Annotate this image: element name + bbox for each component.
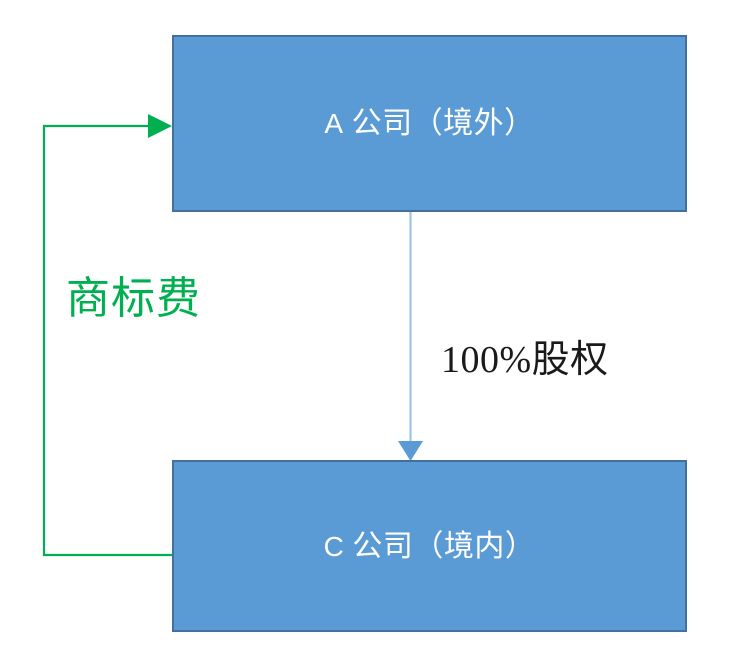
edge-label-trademark-fee: 商标费 [66, 274, 201, 323]
node-label-latin-prefix: A [324, 108, 344, 139]
equity-connector [398, 212, 423, 461]
node-label-latin-prefix: C [323, 530, 345, 562]
node-parent-company[interactable]: A 公司（境外） [172, 35, 687, 212]
equity-connector-arrowhead [398, 441, 423, 461]
node-subsidiary-company-label: C 公司（境内） [323, 529, 536, 563]
trademark-fee-connector [42, 114, 172, 557]
trademark-fee-connector-line [42, 124, 172, 557]
edge-label-equity-share: 100%股权 [441, 339, 609, 381]
node-subsidiary-company[interactable]: C 公司（境内） [172, 460, 687, 632]
trademark-fee-connector-arrowhead [148, 114, 172, 138]
node-parent-company-label: A 公司（境外） [324, 107, 535, 140]
